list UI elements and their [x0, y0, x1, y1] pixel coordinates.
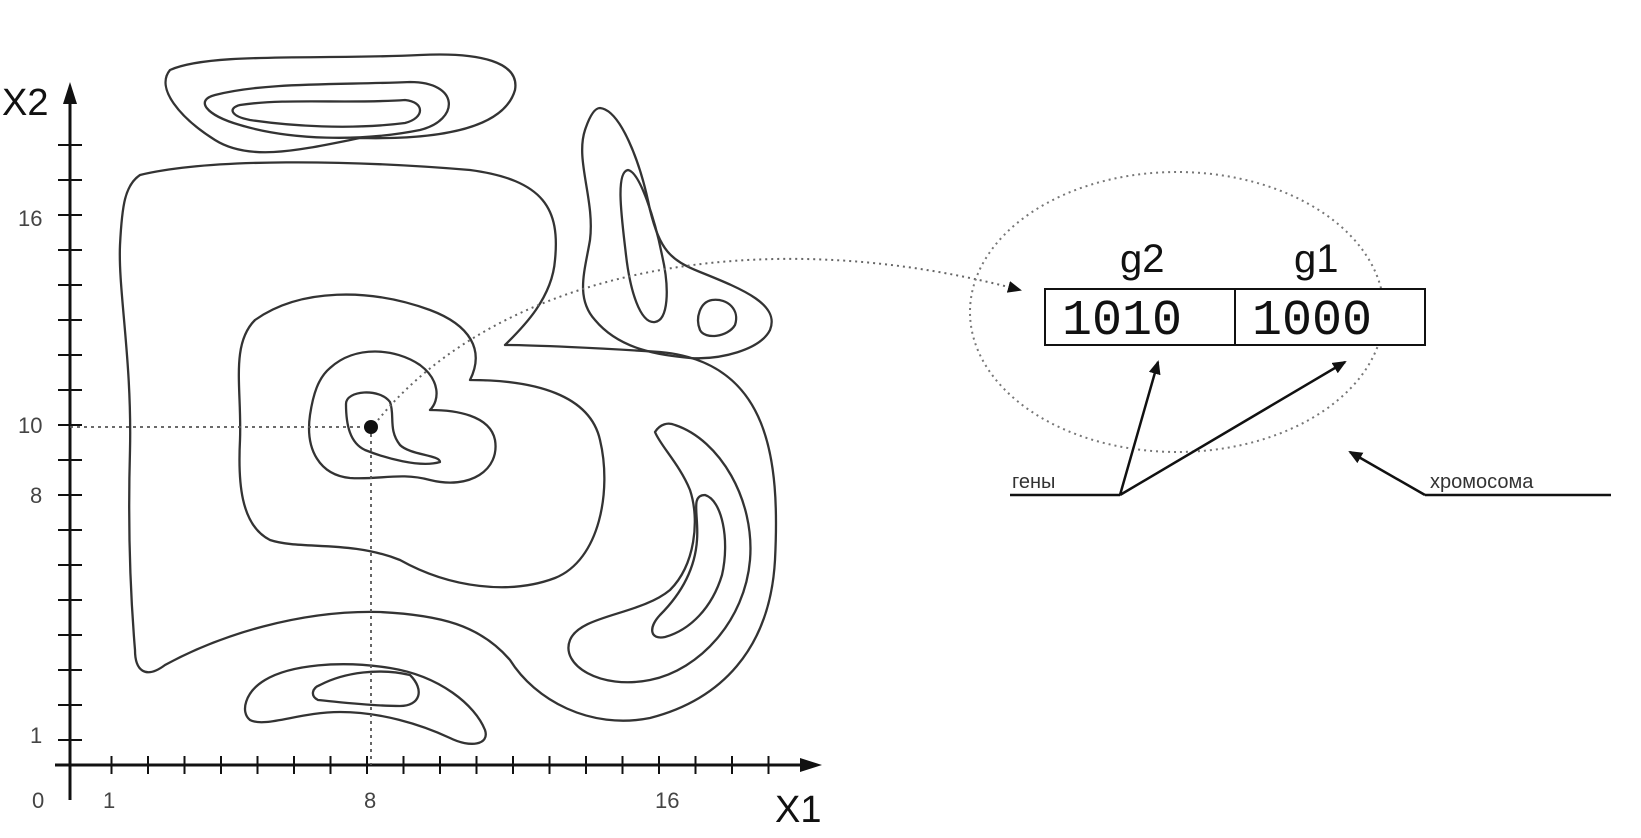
x-axis-name: X1 [775, 789, 821, 831]
genes-label: гены [1012, 471, 1055, 493]
contour-right-ridge-outer [581, 106, 773, 360]
y-axis-name: X2 [2, 82, 48, 124]
gene-arrow-g1 [1119, 360, 1347, 497]
x-axis-ticks [110, 756, 770, 774]
y-axis-arrowhead [63, 82, 77, 104]
chromosome-annotation [1348, 450, 1611, 497]
gene-value-g1: 1000 [1252, 293, 1372, 350]
x-tick-label-1: 1 [103, 788, 115, 813]
contour-crescent-inner [651, 493, 727, 639]
contour-right-ridge-inner [619, 168, 668, 324]
y-tick-label-1: 1 [30, 723, 42, 748]
contour-bottom-inner [311, 670, 420, 708]
contour-center-inner [344, 391, 442, 465]
origin-label: 0 [32, 788, 44, 813]
contour-top-middle [203, 80, 450, 139]
contour-big-outer [118, 161, 778, 722]
contour-top-inner [231, 98, 422, 128]
genes-annotation [1010, 360, 1347, 497]
gene-arrow-g2 [1118, 360, 1161, 496]
contour-right-ridge-spot [696, 298, 738, 338]
contour-center-outer [237, 293, 606, 589]
gene-cell-g2 [1044, 288, 1236, 346]
chromosome-box [1044, 288, 1426, 346]
mapping-arrow [377, 257, 1022, 421]
y-axis-ticks [58, 144, 82, 741]
chromosome-label: хромосома [1430, 471, 1534, 493]
gene-cell-g1 [1234, 288, 1426, 346]
y-tick-label-8: 8 [30, 483, 42, 508]
contour-bottom-outer [243, 663, 487, 745]
y-tick-label-16: 16 [18, 206, 42, 231]
y-tick-label-10: 10 [18, 413, 42, 438]
chromosome-arrow [1348, 450, 1426, 497]
x-tick-label-8: 8 [364, 788, 376, 813]
gene-name-g2: g2 [1120, 237, 1165, 281]
contour-crescent-outer [567, 422, 752, 684]
contour-center-middle [307, 350, 497, 484]
point-guides [70, 426, 372, 765]
selected-point [364, 420, 378, 434]
x-axis-arrowhead [800, 758, 822, 772]
gene-name-g1: g1 [1294, 237, 1339, 281]
contour-lines [118, 53, 778, 745]
axes [55, 82, 822, 800]
x-tick-label-16: 16 [655, 788, 679, 813]
gene-value-g2: 1010 [1062, 293, 1182, 350]
contour-top-outer [164, 53, 517, 154]
